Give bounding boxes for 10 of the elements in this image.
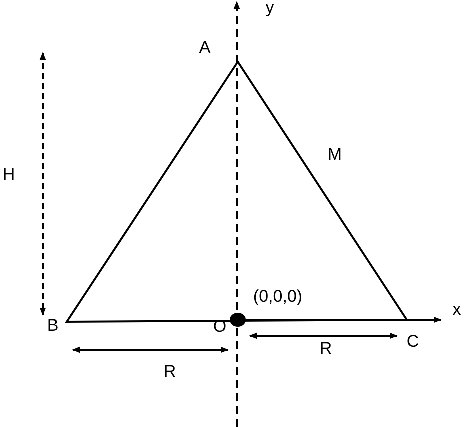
dimension-label: R (320, 339, 332, 359)
axis-label: x (452, 300, 462, 320)
dimension-label: H (2, 165, 16, 185)
vertex-label: B (47, 316, 59, 336)
dimension-label: R (164, 362, 176, 382)
side-label: M (328, 145, 342, 165)
vertex-label: A (199, 38, 211, 58)
vertex-label: C (406, 332, 420, 352)
axis-label: y (266, 0, 274, 18)
coordinate-label: (0,0,0) (253, 287, 303, 307)
